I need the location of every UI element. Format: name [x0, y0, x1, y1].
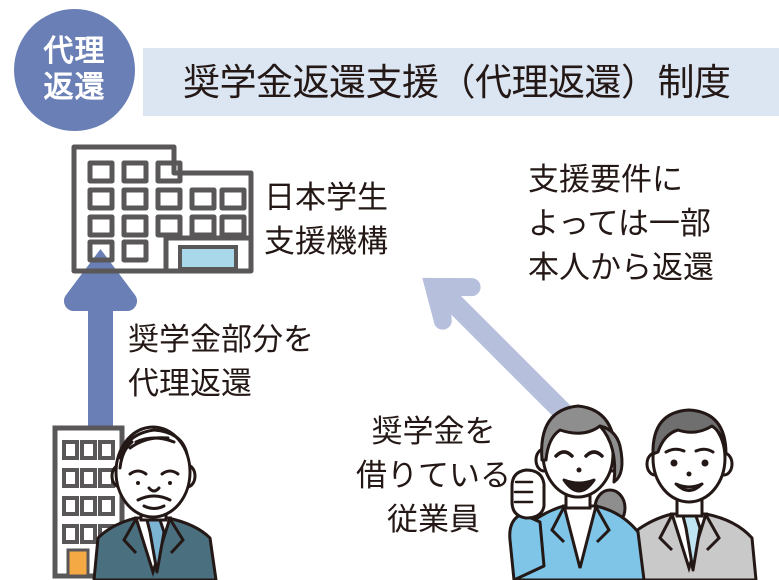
- employee-woman: [508, 404, 646, 580]
- label-jasso-line-2: 支援機構: [264, 224, 388, 259]
- page-title: 奨学金返還支援（代理返還）制度: [183, 55, 763, 111]
- label-partial-repayment: 支援要件に よっては一部 本人から返還: [528, 158, 714, 290]
- label-employee: 奨学金を 借りている 従業員: [356, 410, 511, 542]
- arrow-up-left-icon: [420, 272, 620, 472]
- badge-line-2: 返還: [43, 71, 106, 104]
- label-employee-line-3: 従業員: [387, 502, 480, 537]
- badge-dairi-hengan: 代理 返還: [14, 9, 135, 131]
- employees-pair-icon: [500, 390, 779, 580]
- page-title-text: 奨学金返還支援（代理返還）制度: [183, 62, 731, 103]
- company-and-employer-group: [50, 420, 265, 580]
- label-partial-repayment-line-3: 本人から返還: [528, 250, 714, 285]
- employee-man: [624, 408, 758, 580]
- label-proxy-repayment: 奨学金部分を 代理返還: [128, 318, 314, 406]
- label-proxy-repayment-line-1: 奨学金部分を: [128, 322, 314, 357]
- employer-person-icon: [92, 425, 218, 580]
- label-proxy-repayment-line-2: 代理返還: [128, 366, 252, 401]
- company-building-icon: [52, 425, 125, 579]
- label-jasso-line-1: 日本学生: [264, 180, 388, 215]
- label-employee-line-1: 奨学金を: [371, 414, 496, 449]
- label-partial-repayment-line-1: 支援要件に: [528, 162, 683, 197]
- label-employee-line-2: 借りている: [356, 458, 511, 493]
- arrow-up-icon: [63, 247, 138, 547]
- jasso-building-icon: [70, 143, 255, 275]
- header-band: [143, 48, 779, 116]
- label-jasso: 日本学生 支援機構: [264, 176, 388, 264]
- badge-line-1: 代理: [43, 35, 106, 68]
- label-partial-repayment-line-2: よっては一部: [528, 206, 711, 241]
